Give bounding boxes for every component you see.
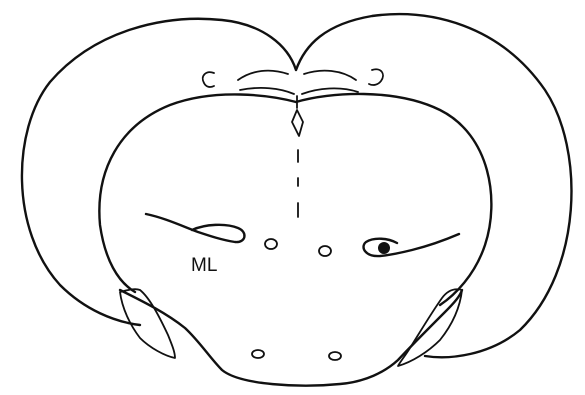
right-tract (364, 234, 459, 256)
oval-bottom-left (252, 350, 264, 358)
third-ventricle (292, 110, 303, 136)
bottom-outline (120, 290, 462, 386)
right-callosum-arc (304, 71, 356, 80)
right-callosum-hook (369, 69, 383, 85)
left-callosum-arc (238, 71, 288, 80)
left-tract (146, 214, 244, 242)
oval-right-mid (319, 246, 331, 256)
callosum-lower-band (240, 88, 358, 94)
left-callosum-hook (203, 72, 214, 87)
oval-left-mid (265, 239, 277, 249)
inner-outline (99, 94, 491, 305)
ml-label: ML (191, 255, 217, 276)
right-tract-dot (378, 242, 390, 254)
oval-bottom-right (329, 352, 341, 360)
